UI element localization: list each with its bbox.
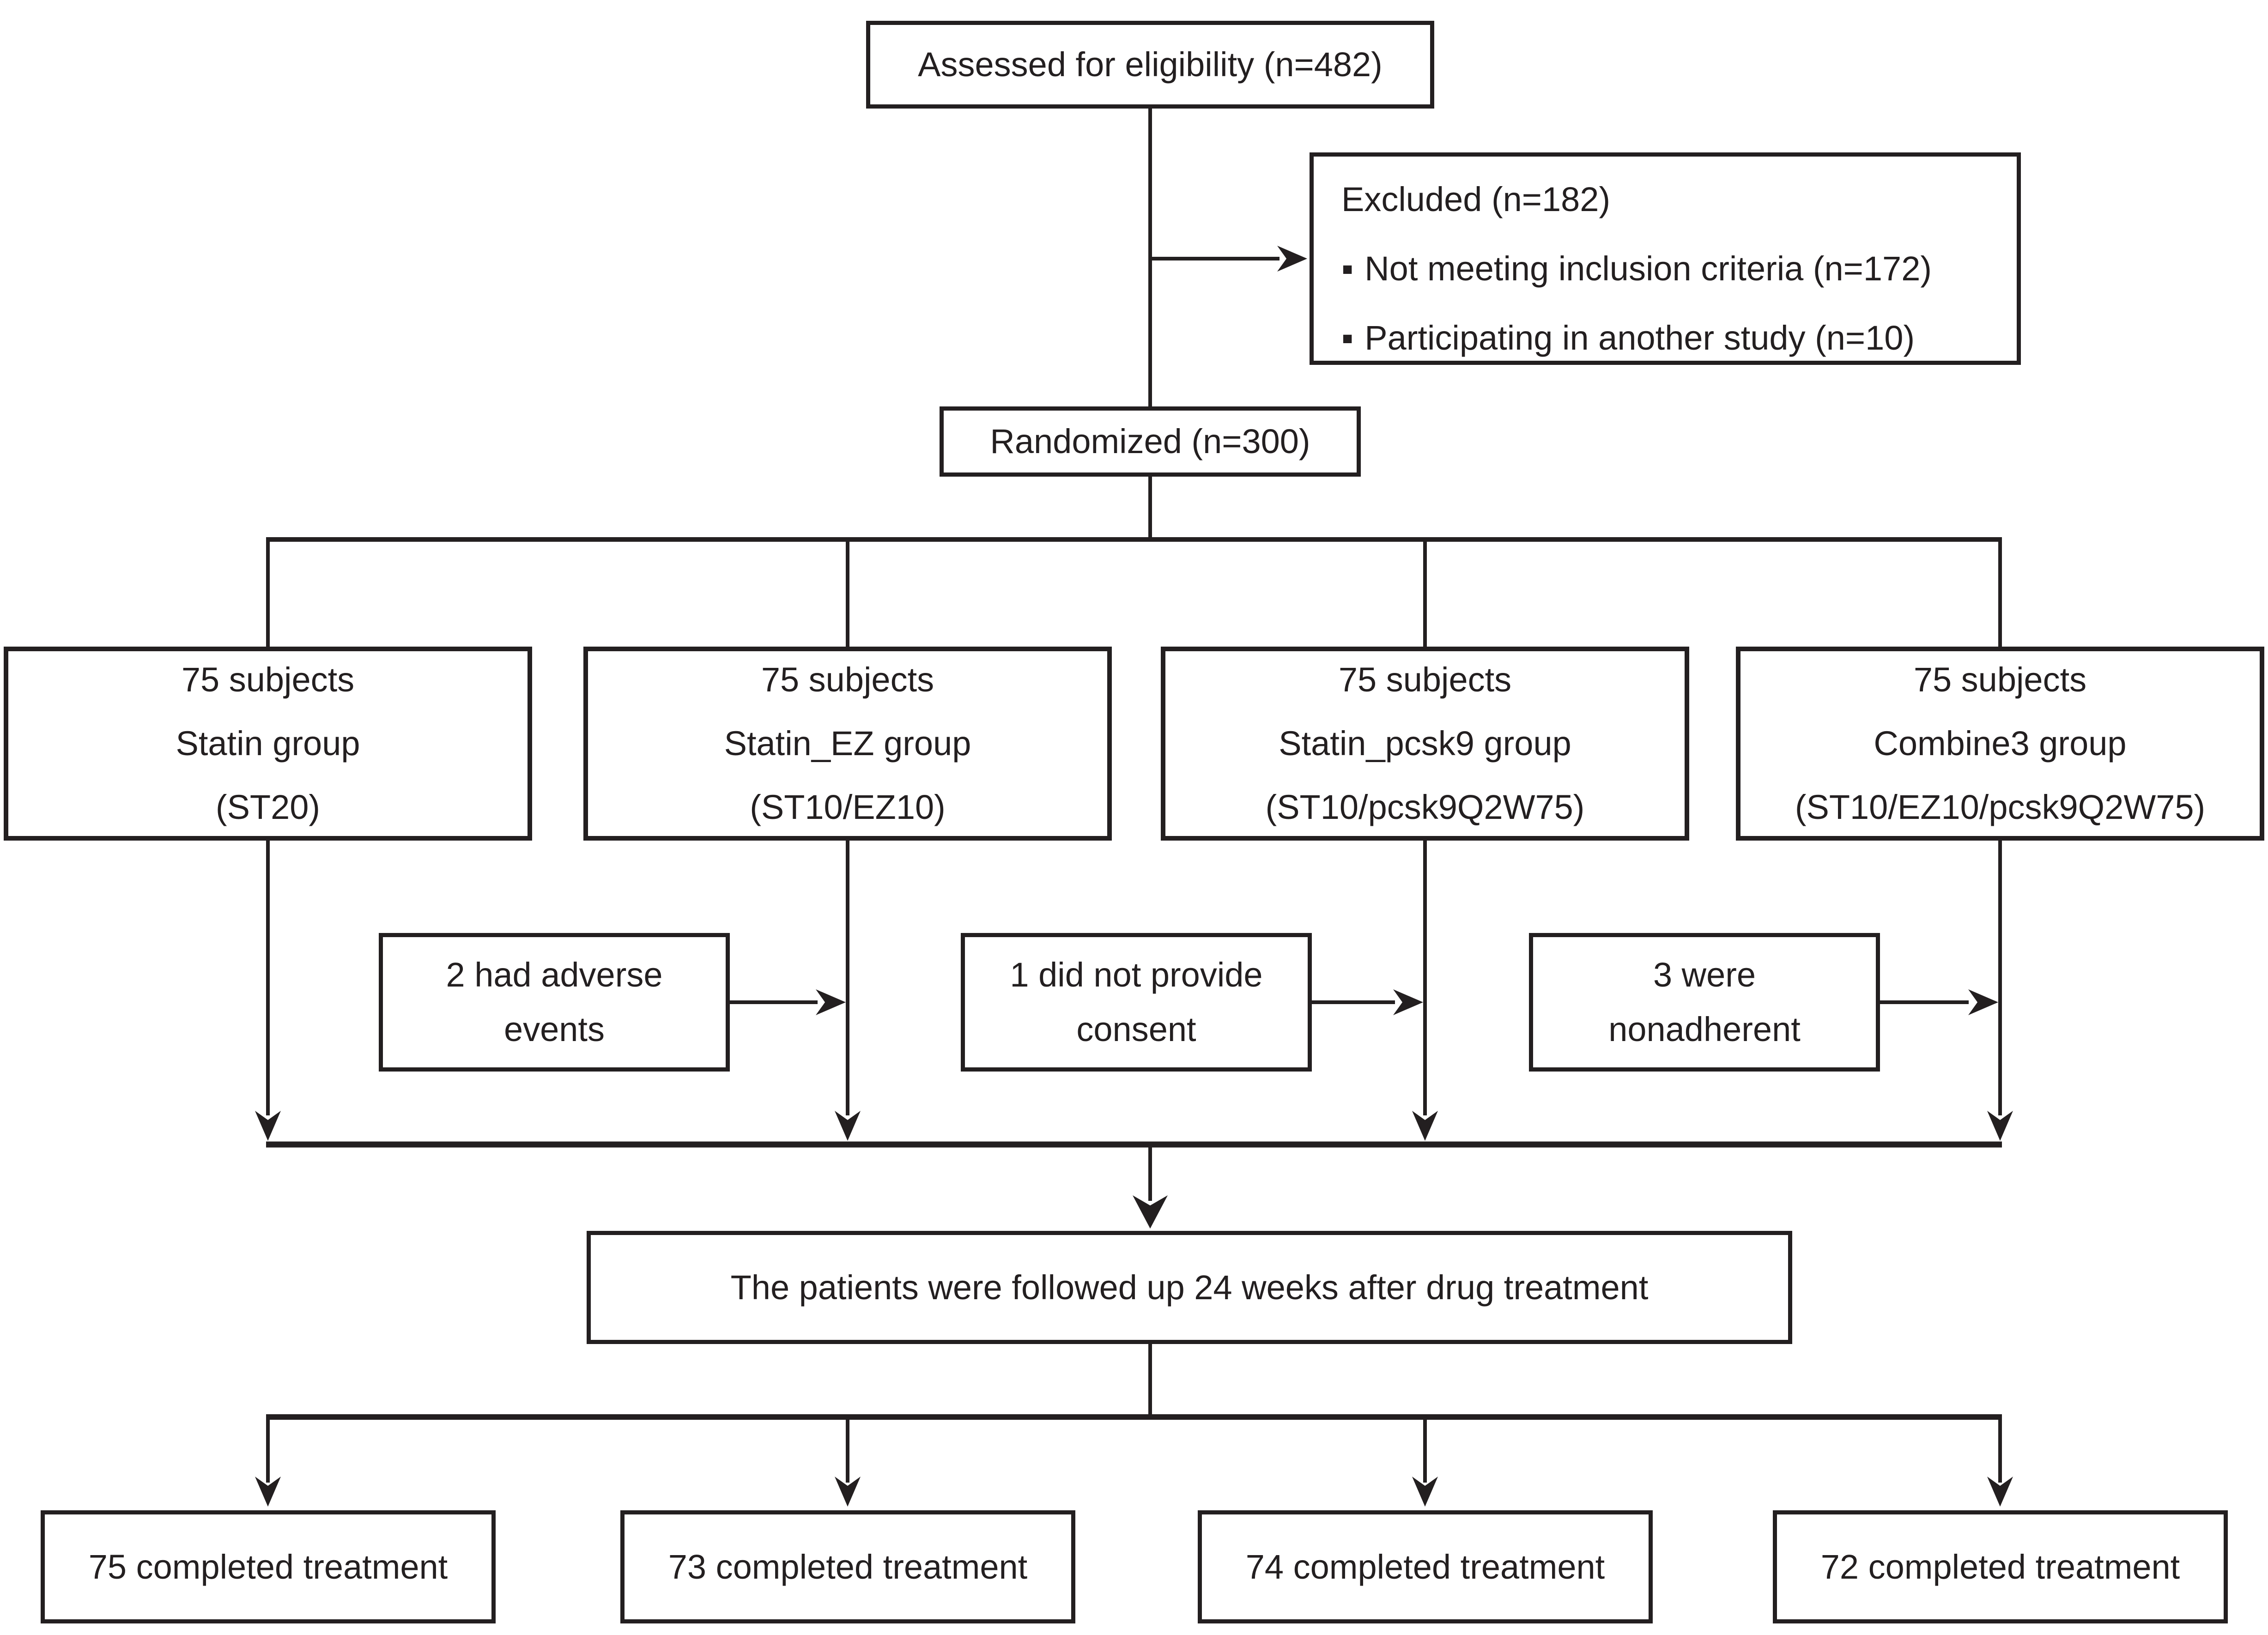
group-box-combine3: 75 subjects Combine3 group (ST10/EZ10/pc…: [1736, 647, 2264, 841]
arrowhead-dropout-2: [1393, 989, 1423, 1015]
group-box-statin-ez: 75 subjects Statin_EZ group (ST10/EZ10): [583, 647, 1112, 841]
group-box-statin-pcsk9: 75 subjects Statin_pcsk9 group (ST10/pcs…: [1161, 647, 1689, 841]
completed-box-statin-ez: 73 completed treatment: [620, 1510, 1075, 1623]
completed-box-statin-pcsk9: 74 completed treatment: [1198, 1510, 1653, 1623]
randomized-text: Randomized (n=300): [990, 422, 1310, 461]
dropout-no-consent-text: 1 did not provide consent: [1010, 956, 1263, 1048]
completed-box-combine3: 72 completed treatment: [1773, 1510, 2228, 1623]
group-statin-ez-text: 75 subjects Statin_EZ group (ST10/EZ10): [724, 660, 971, 826]
completed-statin-pcsk9-text: 74 completed treatment: [1245, 1547, 1605, 1586]
excluded-item: ▪ Not meeting inclusion criteria (n=172): [1341, 234, 1932, 303]
arrowhead-group-2-down: [835, 1111, 861, 1141]
excluded-item-text: Participating in another study (n=10): [1364, 319, 1915, 357]
randomized-box: Randomized (n=300): [940, 406, 1361, 477]
completed-statin-ez-text: 73 completed treatment: [668, 1547, 1028, 1586]
completed-box-statin: 75 completed treatment: [41, 1510, 496, 1623]
bullet-icon: ▪: [1341, 319, 1354, 357]
dropout-nonadherent-text: 3 were nonadherent: [1608, 956, 1801, 1048]
excluded-item-text: Not meeting inclusion criteria (n=172): [1364, 249, 1932, 288]
dropout-box-adverse-events: 2 had adverse events: [379, 933, 730, 1072]
excluded-title: Excluded (n=182): [1341, 180, 1611, 218]
group-box-statin: 75 subjects Statin group (ST20): [4, 647, 532, 841]
assessed-eligibility-text: Assessed for eligibility (n=482): [918, 45, 1383, 84]
excluded-item: ▪ Participating in another study (n=10): [1341, 303, 1915, 373]
group-statin-pcsk9-text: 75 subjects Statin_pcsk9 group (ST10/pcs…: [1265, 660, 1585, 826]
dropout-box-nonadherent: 3 were nonadherent: [1529, 933, 1880, 1072]
completed-statin-text: 75 completed treatment: [88, 1547, 448, 1586]
arrowhead-completed-4: [1987, 1477, 2013, 1507]
arrowhead-followup-down: [1133, 1195, 1168, 1229]
completed-combine3-text: 72 completed treatment: [1820, 1547, 2180, 1586]
arrowhead-completed-2: [835, 1477, 861, 1507]
excluded-box: Excluded (n=182) ▪ Not meeting inclusion…: [1310, 152, 2021, 365]
arrowhead-completed-3: [1412, 1477, 1438, 1507]
arrowhead-group-3-down: [1412, 1111, 1438, 1141]
group-statin-text: 75 subjects Statin group (ST20): [176, 660, 360, 826]
arrowhead-group-4-down: [1987, 1111, 2013, 1141]
followup-text: The patients were followed up 24 weeks a…: [730, 1268, 1649, 1307]
group-combine3-text: 75 subjects Combine3 group (ST10/EZ10/pc…: [1795, 660, 2206, 826]
bullet-icon: ▪: [1341, 249, 1354, 288]
arrowhead-completed-1: [255, 1477, 281, 1507]
dropout-adverse-events-text: 2 had adverse events: [446, 956, 663, 1048]
assessed-eligibility-box: Assessed for eligibility (n=482): [866, 21, 1434, 109]
dropout-box-no-consent: 1 did not provide consent: [961, 933, 1312, 1072]
arrowhead-dropout-3: [1968, 989, 1998, 1015]
arrowhead-dropout-1: [816, 989, 846, 1015]
arrowhead-group-1-down: [255, 1111, 281, 1141]
followup-box: The patients were followed up 24 weeks a…: [587, 1231, 1792, 1344]
arrowhead-excluded-right: [1277, 246, 1307, 272]
